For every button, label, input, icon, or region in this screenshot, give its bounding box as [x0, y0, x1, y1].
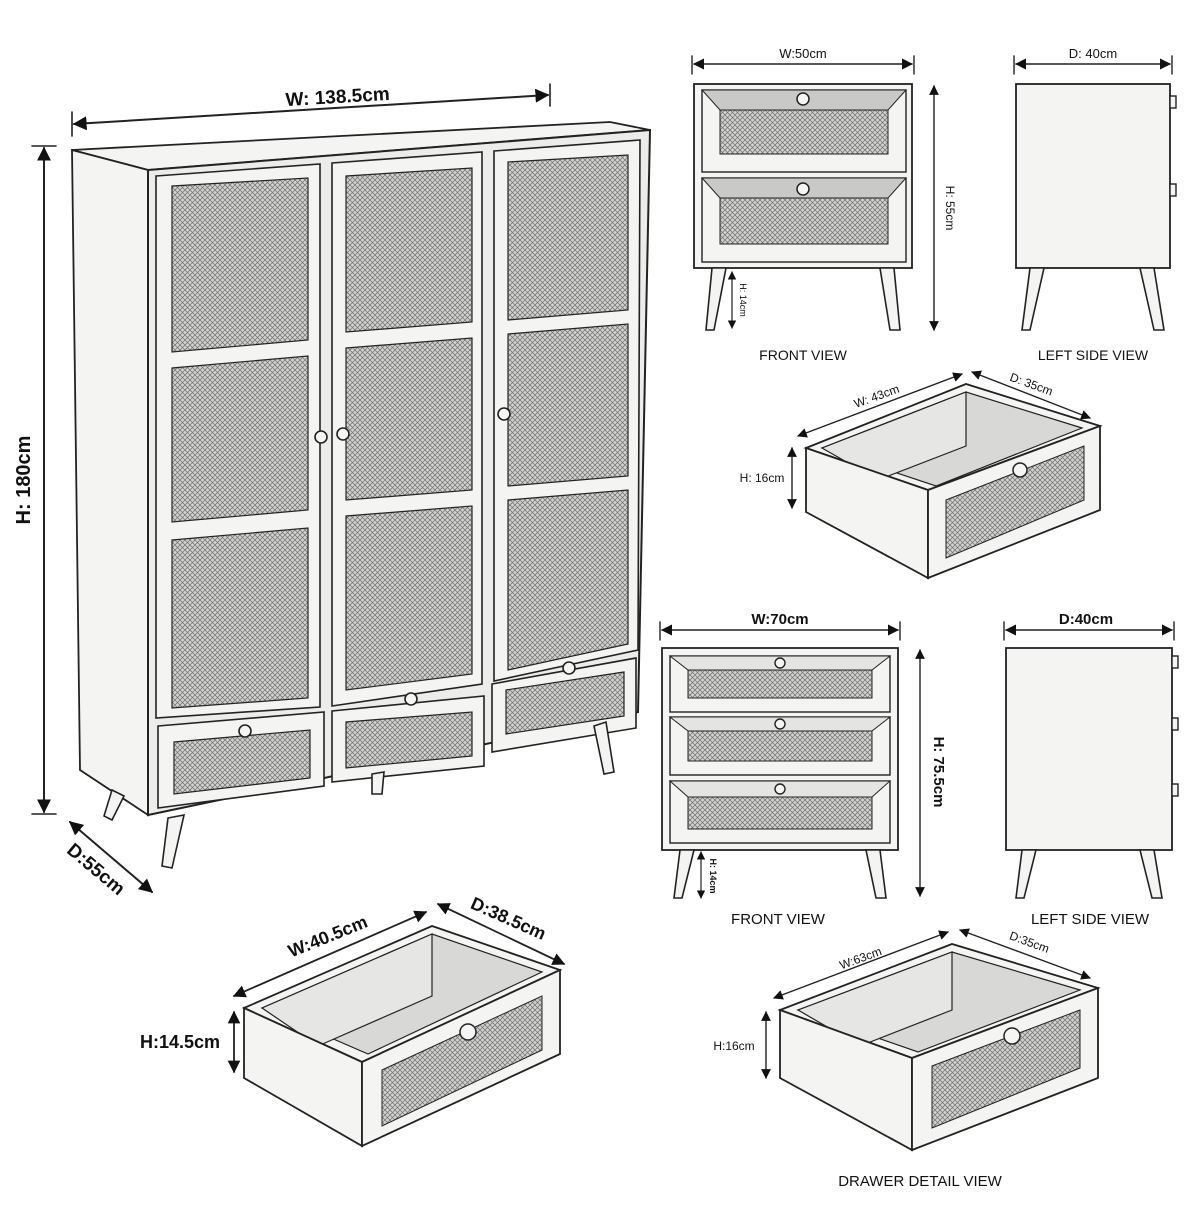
- bedside-side-leg-left: [1021, 267, 1046, 331]
- chest-side-knob-2: [1171, 717, 1179, 731]
- cabinet-height-label: H: 180cm: [13, 436, 35, 525]
- drawer-small-rattan: [945, 445, 1085, 559]
- drawer-chest-rattan: [931, 1009, 1081, 1129]
- drawer-chest-width-label: W:63cm: [838, 944, 884, 972]
- chest-leg-right: [865, 849, 887, 899]
- cabinet-drawer-3-knob: [562, 661, 576, 675]
- cabinet-drawer-3-rattan: [505, 671, 625, 735]
- drawer-cabinet-rattan: [381, 995, 543, 1127]
- bedside-height-label: H: 55cm: [943, 186, 957, 231]
- bedside-depth-label: D: 40cm: [1069, 46, 1117, 61]
- drawer-small-depth-line: [971, 370, 1091, 420]
- door-left-pane-2: [171, 355, 309, 523]
- cabinet-drawer-2-knob: [404, 692, 418, 706]
- drawer-chest-depth-label: D:35cm: [1008, 929, 1052, 956]
- door-knob-1: [314, 430, 328, 444]
- bedside-leg-right: [879, 267, 901, 331]
- chest-drawer-2-rattan: [687, 730, 873, 762]
- door-left-pane-1: [171, 177, 309, 353]
- door-middle-pane-1: [345, 167, 473, 333]
- cabinet-drawers: [157, 657, 637, 809]
- drawer-chest-depth-line: [959, 928, 1091, 980]
- drawer-cabinet-width-label: W:40.5cm: [285, 911, 370, 961]
- chest-width-label: W:70cm: [751, 611, 808, 628]
- chest-front-caption: FRONT VIEW: [731, 911, 826, 928]
- chest-drawer-3-knob: [774, 783, 786, 795]
- door-right-pane-2: [507, 323, 629, 487]
- chest-side-knob-1: [1171, 655, 1179, 669]
- cabinet-depth-line: [68, 821, 154, 893]
- drawer-cabinet-depth-line: [436, 903, 566, 965]
- chest-drawer-2-knob: [774, 718, 786, 730]
- bedside-width-label: W:50cm: [779, 46, 826, 61]
- bedside-front-caption: FRONT VIEW: [759, 347, 847, 363]
- cabinet-drawer-2-rattan: [345, 711, 473, 769]
- cabinet-depth-label: D:55cm: [62, 840, 128, 900]
- cabinet-left-side: [71, 148, 149, 817]
- chest-drawer-1-knob: [774, 657, 786, 669]
- cabinet-drawer-1-knob: [238, 724, 252, 738]
- cabinet-doors: [155, 139, 641, 719]
- drawer-cabinet-depth-label: D:38.5cm: [468, 893, 549, 944]
- chest-side-body: [1005, 647, 1173, 851]
- chest-side-leg-right: [1138, 849, 1163, 899]
- bedside-side-leg-right: [1138, 267, 1165, 331]
- chest-height-label: H: 75.5cm: [930, 737, 947, 808]
- cabinet-drawer-1-rattan: [173, 729, 311, 795]
- door-right-pane-3: [507, 489, 629, 671]
- bedside-side-view: D: 40cm LEFT SIDE VIEW: [1013, 46, 1177, 363]
- drawer-chest-detail: W:63cm D:35cm H:16cm DRAWER DETAIL VIEW: [713, 928, 1101, 1190]
- drawer-cabinet-width-line: [232, 910, 428, 998]
- door-middle-pane-3: [345, 505, 473, 691]
- door-knob-3: [497, 407, 511, 421]
- door-knob-2: [336, 427, 350, 441]
- drawer-small-height-label: H: 16cm: [740, 471, 785, 485]
- bedside-drawer-2-rattan: [719, 197, 889, 245]
- drawer-small-detail: W: 43cm D: 35cm H: 16cm: [740, 370, 1103, 580]
- drawer-chest-height-label: H:16cm: [713, 1039, 754, 1053]
- bedside-side-body: [1015, 83, 1171, 269]
- chest-front-view: W:70cm H: 14cm H: 75.5cm FRONT VIEW: [659, 611, 947, 928]
- drawer-small-knob: [1012, 462, 1028, 478]
- chest-depth-label: D:40cm: [1059, 611, 1113, 628]
- drawer-cabinet-detail: W:40.5cm D:38.5cm H:14.5cm: [140, 893, 566, 1148]
- drawer-chest-knob: [1003, 1027, 1021, 1045]
- bedside-drawer-1-rattan: [719, 109, 889, 155]
- chest-side-view: D:40cm LEFT SIDE VIEW: [1003, 611, 1179, 928]
- drawer-small-width-line: [797, 372, 963, 438]
- door-left-pane-3: [171, 527, 309, 709]
- bedside-front-view: W:50cm H: 14cm H: 55cm FRONT VIEW: [691, 46, 957, 363]
- cabinet-width-line: [72, 88, 550, 131]
- chest-leg-left: [673, 849, 696, 899]
- door-middle-pane-2: [345, 337, 473, 501]
- bedside-leg-height-label: H: 14cm: [738, 283, 748, 317]
- bedside-side-knob-1: [1169, 95, 1177, 109]
- chest-side-leg-left: [1015, 849, 1038, 899]
- drawer-chest-width-line: [773, 930, 949, 1000]
- chest-leg-height-label: H: 14cm: [708, 858, 718, 893]
- leg-front-left: [161, 813, 186, 869]
- cabinet-legs: [103, 720, 615, 869]
- bedside-leg-left: [705, 267, 727, 331]
- bedside-side-caption: LEFT SIDE VIEW: [1038, 347, 1149, 363]
- bedside-side-knob-2: [1169, 183, 1177, 197]
- cabinet-drawing: [71, 121, 652, 869]
- leg-back-left: [103, 788, 126, 822]
- chest-side-caption: LEFT SIDE VIEW: [1031, 911, 1150, 928]
- drawer-cabinet-height-label: H:14.5cm: [140, 1032, 220, 1052]
- drawer-small-depth-label: D: 35cm: [1008, 370, 1055, 398]
- door-right-pane-1: [507, 154, 629, 321]
- leg-middle: [371, 771, 385, 795]
- chest-drawer-3-rattan: [687, 796, 873, 830]
- chest-side-knob-3: [1171, 783, 1179, 797]
- drawer-cabinet-knob: [459, 1023, 477, 1041]
- cabinet-width-label: W: 138.5cm: [285, 84, 390, 111]
- bedside-drawer-2-knob: [796, 182, 810, 196]
- drawer-chest-caption: DRAWER DETAIL VIEW: [838, 1173, 1002, 1190]
- bedside-drawer-1-knob: [796, 92, 810, 106]
- leg-front-right: [593, 720, 615, 775]
- chest-drawer-1-rattan: [687, 669, 873, 699]
